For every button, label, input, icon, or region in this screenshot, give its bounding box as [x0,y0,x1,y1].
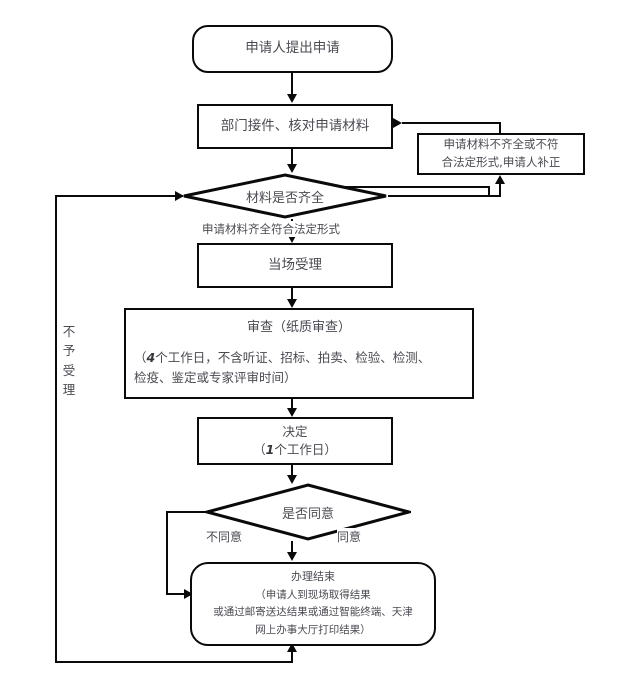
node-label-line1: 申请材料不齐全或不符 [443,137,559,152]
connector-disagree-h2 [166,593,185,595]
connector-start-to-accept [291,73,293,95]
node-subtitle: （1个工作日） [253,441,337,459]
connector-decide-to-agree [291,465,293,477]
reject-char-1: 不 [62,324,76,339]
arrowhead-onsite-to-review [287,299,297,308]
arrowhead-reject-into-end [287,643,297,652]
diamond-shape [183,173,387,219]
decide-sub-suffix: 个工作日） [274,442,337,457]
edge-label-disagree: 不同意 [206,528,243,545]
review-body-line2: 检疫、鉴定或专家评审时间） [134,369,297,385]
connector-review-to-decide [291,399,293,409]
review-days: 4 [146,349,156,365]
arrowhead-disagree-into-end [184,589,193,599]
review-body-line1: 个工作日，不含听证、招标、拍卖、检验、检测、 [155,349,431,365]
connector-disagree-v [166,511,168,594]
node-onsite-acceptance[interactable]: 当场受理 [197,243,393,288]
reject-char-4: 理 [62,382,76,398]
arrowhead-into-accept [393,118,402,128]
connector-disagree-h1 [166,511,207,513]
decision-materials-complete[interactable]: 材料是否齐全 [182,173,388,219]
node-label: 部门接件、核对申请材料 [220,117,370,134]
connector-reject-vertical [55,195,57,663]
review-paren-open: （ [134,349,147,365]
connector-reject-bottom-horizontal [55,661,293,663]
node-line2: 或通过邮寄送达结果或通过智能终端、天津 [213,606,413,619]
node-label: 申请人提出申请 [245,40,340,57]
decide-paren-open: （ [253,442,266,457]
node-line1: （申请人到现场取得结果 [255,588,371,601]
node-title: 办理结束 [291,569,335,583]
node-title: 决定 [282,423,308,439]
node-label-line2: 合法定形式,申请人补正 [441,155,561,169]
decide-days: 1 [265,442,275,457]
node-body: （4个工作日，不含听证、招标、拍卖、检验、检测、检疫、鉴定或专家评审时间） [126,348,472,388]
node-label: 当场受理 [268,256,322,273]
arrowhead-reject-from-diamond [175,191,184,201]
connector-to-supplement-bottom-h [388,195,501,197]
connector-agree-yes-v [291,541,293,554]
edge-label-materials-complete: 申请材料齐全符合法定形式 [200,221,342,237]
arrowhead-into-supplement [495,175,505,184]
reject-char-3: 受 [62,362,76,378]
node-applicant-submits[interactable]: 申请人提出申请 [192,25,393,73]
edge-label-agree: 同意 [337,528,362,545]
connector-supplement-top-v [499,122,501,134]
arrowhead-start-to-accept [287,94,297,103]
node-line3: 网上办事大厅打印结果） [255,624,371,637]
connector-supplement-top-h [402,122,501,124]
connector-to-supplement-bottom-v [499,184,501,196]
node-title: 审查（纸质审查） [246,320,351,336]
connector-onsite-to-review [291,288,293,300]
arrowhead-decide-to-agree [287,475,297,484]
connector-accept-to-complete [291,149,293,165]
connector-reject-horizontal [55,195,183,197]
connector-reject-into-end-v [291,652,293,662]
node-review[interactable]: 审查（纸质审查） （4个工作日，不含听证、招标、拍卖、检验、检测、检疫、鉴定或专… [124,308,474,399]
diamond-shape [205,483,411,541]
arrowhead-review-to-decide [287,408,297,417]
node-department-receives[interactable]: 部门接件、核对申请材料 [197,104,393,149]
connector-complete-no-corner [488,186,490,196]
connector-supplement-feedback-horizontal [291,186,490,188]
edge-label-reject: 不 予 受 理 [60,322,78,400]
node-decision[interactable]: 决定 （1个工作日） [197,417,393,465]
node-process-end[interactable]: 办理结束 （申请人到现场取得结果 或通过邮寄送达结果或通过智能终端、天津 网上办… [190,562,436,646]
reject-char-2: 予 [62,343,76,359]
arrowhead-accept-to-complete [287,164,297,173]
arrowhead-agree-into-end [287,552,297,561]
node-supplement-materials[interactable]: 申请材料不齐全或不符 合法定形式,申请人补正 [417,133,585,175]
arrowhead-complete-to-onsite [287,234,297,243]
